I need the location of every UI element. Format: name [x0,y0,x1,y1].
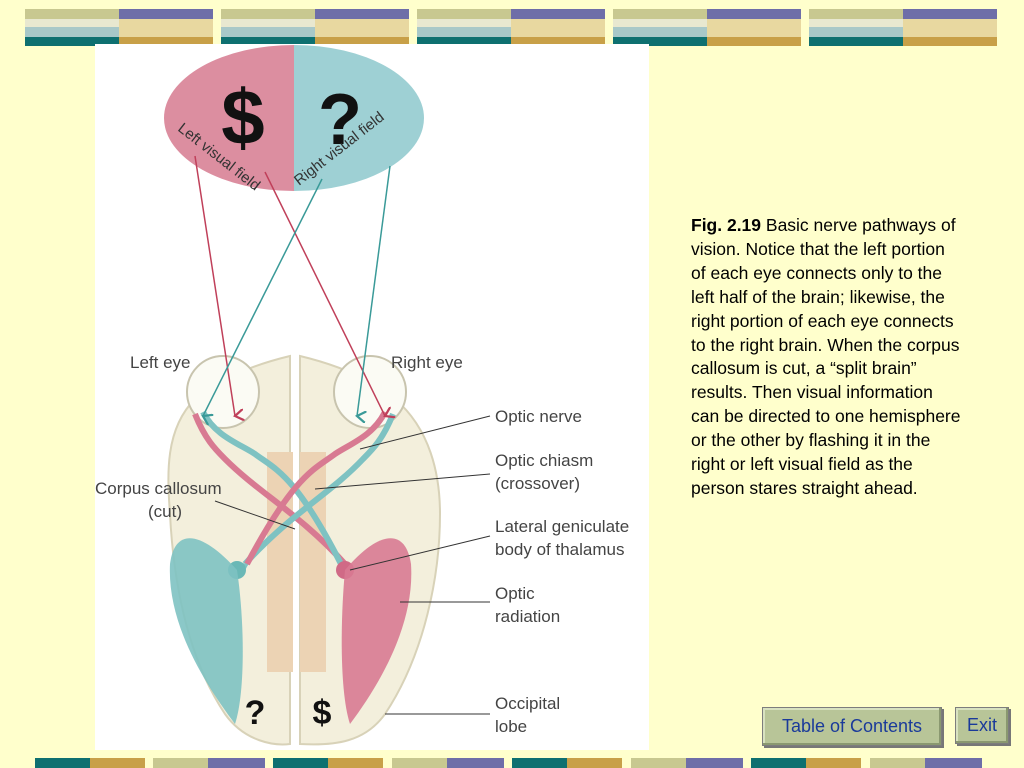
corpus-callosum-sublabel: (cut) [148,502,182,521]
right-optic-radiation [341,538,412,724]
corpus-callosum-left [267,452,293,672]
right-hemisphere-dollar-symbol: $ [313,694,332,732]
optic-radiation-sublabel: radiation [495,607,560,626]
exit-button[interactable]: Exit [955,707,1009,744]
bottom-decorative-band [0,758,1024,768]
band-block [417,9,605,46]
optic-radiation-label: Optic [495,584,535,603]
optic-chiasm-sublabel: (crossover) [495,474,580,493]
figure-image: $ ? Left visual field Right visual field [95,44,649,750]
caption-label: Fig. 2.19 [691,215,762,235]
field-question-symbol: ? [318,80,362,160]
optic-nerve-label: Optic nerve [495,407,582,426]
band-block [809,9,997,46]
vision-pathways-diagram: $ ? Left visual field Right visual field [95,45,629,746]
top-decorative-band [0,0,1024,50]
right-eye-label: Right eye [391,353,463,372]
band-block [221,9,409,46]
corpus-callosum-right [300,452,326,672]
optic-chiasm-label: Optic chiasm [495,451,593,470]
figure-caption: Fig. 2.19 Basic nerve pathways of vision… [691,214,961,501]
caption-text: Basic nerve pathways of vision. Notice t… [691,215,961,498]
left-hemisphere-question-symbol: ? [245,694,266,732]
occipital-sublabel: lobe [495,717,527,736]
lateral-geniculate-sublabel: body of thalamus [495,540,624,559]
band-block [613,9,801,46]
band-block [25,9,213,46]
left-eye-label: Left eye [130,353,191,372]
field-dollar-symbol: $ [221,73,264,161]
occipital-label: Occipital [495,694,560,713]
lateral-geniculate-label: Lateral geniculate [495,517,629,536]
corpus-callosum-label: Corpus callosum [95,479,222,498]
left-optic-radiation [169,538,243,724]
table-of-contents-button[interactable]: Table of Contents [762,707,942,746]
